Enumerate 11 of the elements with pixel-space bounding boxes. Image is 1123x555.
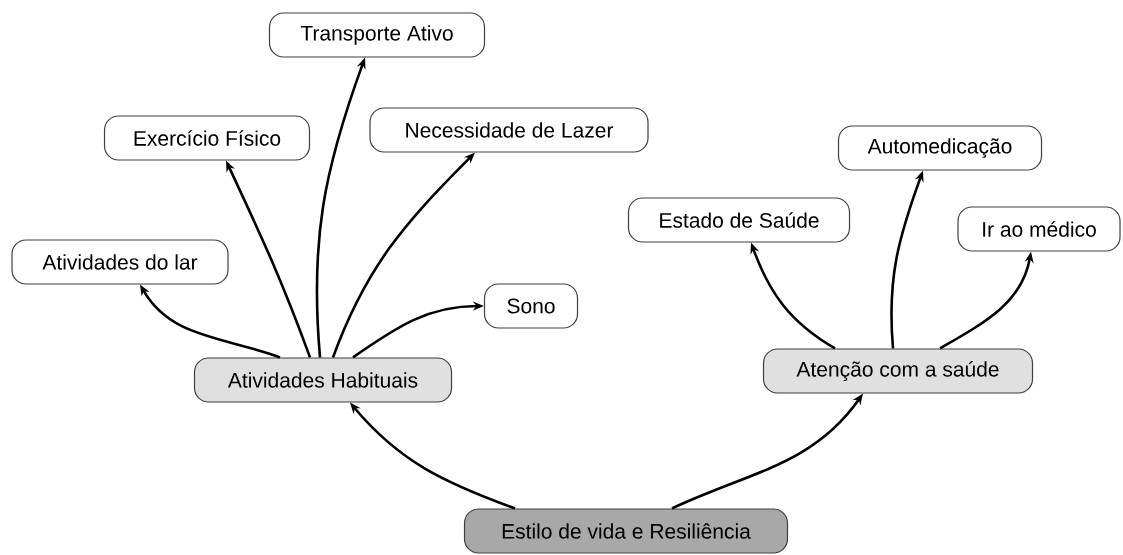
root-box: Estilo de vida e Resiliência — [463, 508, 789, 554]
concept-box: Necessidade de Lazer — [369, 107, 649, 153]
concept-box: Exercício Físico — [103, 115, 311, 161]
concept-box: Transporte Ativo — [268, 12, 486, 58]
concept-box: Atividades do lar — [11, 239, 229, 285]
category-box: Atenção com a saúde — [762, 348, 1034, 394]
concept-box: Estado de Saúde — [627, 197, 851, 243]
concept-box: Sono — [483, 283, 579, 329]
category-box: Atividades Habituais — [193, 357, 453, 403]
concept-box: Automedicação — [837, 125, 1043, 171]
concept-box: Ir ao médico — [957, 206, 1121, 252]
